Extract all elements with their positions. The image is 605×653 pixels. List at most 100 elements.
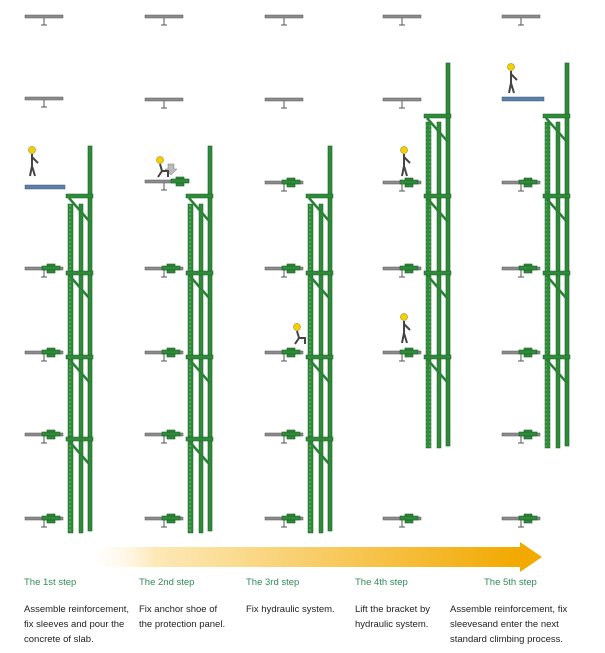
- worker-figure: [400, 313, 411, 344]
- step-title: The 5th step: [484, 577, 537, 588]
- climbing-rail: [187, 203, 194, 534]
- diagonal-brace-edge: [426, 358, 449, 384]
- hard-hat: [293, 323, 301, 331]
- bracket-beam: [185, 436, 214, 442]
- bracket-beam: [185, 354, 214, 360]
- diagonal-brace-edge: [188, 197, 211, 223]
- support-rail: [436, 121, 442, 449]
- worker-body: [157, 163, 169, 178]
- hard-hat: [507, 63, 515, 71]
- climbing-rail: [67, 203, 74, 534]
- anchor-bolt: [161, 265, 181, 271]
- bracket-beam: [185, 193, 214, 199]
- worker-figure: [507, 63, 518, 94]
- diagonal-brace-edge: [68, 440, 91, 466]
- worker-figure: [293, 323, 306, 345]
- diagonal-brace-edge: [68, 274, 91, 300]
- bracket-beam: [65, 354, 94, 360]
- step-title: The 3rd step: [246, 577, 300, 588]
- floor-slab: [144, 14, 184, 19]
- bracket-beam: [542, 354, 571, 360]
- bracket-beam: [423, 193, 452, 199]
- anchor-bolt: [281, 179, 301, 185]
- bracket-beam: [423, 354, 452, 360]
- worker-body: [401, 154, 411, 177]
- bracket-beam: [305, 193, 334, 199]
- diagonal-brace-edge: [545, 117, 568, 143]
- anchor-bolt: [399, 349, 419, 355]
- hard-hat: [28, 146, 36, 154]
- anchor-bolt: [281, 265, 301, 271]
- anchor-bolt: [161, 349, 181, 355]
- step-title: The 2nd step: [139, 577, 195, 588]
- guide-rail: [445, 62, 451, 447]
- anchor-bolt: [518, 179, 538, 185]
- anchor-bolt: [170, 178, 190, 184]
- floor-slab: [24, 96, 64, 101]
- anchor-bolt: [399, 515, 419, 521]
- diagonal-brace-edge: [68, 197, 91, 223]
- diagonal-brace-edge: [545, 274, 568, 300]
- step-description-line: Assemble reinforcement, fix: [450, 604, 568, 615]
- worker-body: [401, 321, 411, 344]
- step-description-line: concrete of slab.: [24, 634, 94, 645]
- diagonal-brace-edge: [426, 117, 449, 143]
- bracket-beam: [65, 436, 94, 442]
- diagonal-brace-edge: [68, 358, 91, 384]
- anchor-bolt: [518, 515, 538, 521]
- support-rail: [78, 203, 84, 534]
- bracket-beam: [305, 270, 334, 276]
- bracket-beam: [65, 270, 94, 276]
- climbing-rail: [544, 121, 551, 449]
- support-rail: [198, 203, 204, 534]
- step-5-diagram: [501, 14, 571, 528]
- climbing-rail: [307, 203, 314, 534]
- anchor-bolt: [41, 431, 61, 437]
- hard-hat: [400, 146, 408, 154]
- anchor-bolt: [518, 349, 538, 355]
- diagonal-brace-edge: [188, 440, 211, 466]
- step-description: Fix hydraulic system.: [246, 602, 335, 617]
- diagonal-brace-edge: [308, 197, 331, 223]
- anchor-bolt: [41, 515, 61, 521]
- step-description-line: Fix anchor shoe of: [139, 604, 218, 615]
- step-description-line: the protection panel.: [139, 619, 226, 630]
- floor-slab: [144, 97, 184, 102]
- anchor-bolt: [281, 349, 301, 355]
- down-arrow-icon: [164, 163, 178, 176]
- step-description-line: standard climbing process.: [450, 634, 563, 645]
- anchor-bolt: [518, 265, 538, 271]
- climbing-rail: [425, 121, 432, 449]
- bracket-beam: [542, 113, 571, 119]
- new-concrete-slab: [24, 184, 66, 190]
- step-description-line: Fix hydraulic system.: [246, 604, 335, 615]
- floor-slab: [264, 97, 304, 102]
- step-description-line: hydraulic system.: [355, 619, 429, 630]
- floor-slab: [264, 14, 304, 19]
- support-rail: [318, 203, 324, 534]
- bracket-beam: [423, 113, 452, 119]
- diagonal-brace-edge: [545, 197, 568, 223]
- step-4-diagram: [382, 14, 452, 528]
- bracket-beam: [305, 436, 334, 442]
- worker-figure: [28, 146, 39, 177]
- diagonal-brace-edge: [308, 358, 331, 384]
- new-concrete-slab: [501, 96, 545, 102]
- step-description-line: sleevesand enter the next: [450, 619, 559, 630]
- support-rail: [555, 121, 561, 449]
- guide-rail: [207, 145, 213, 532]
- anchor-bolt: [399, 179, 419, 185]
- diagonal-brace-edge: [426, 274, 449, 300]
- worker-body: [294, 330, 306, 345]
- step-description: Assemble reinforcement, fix sleevesand en…: [450, 602, 567, 647]
- diagonal-brace-edge: [426, 197, 449, 223]
- bracket-beam: [65, 193, 94, 199]
- bracket-beam: [185, 270, 214, 276]
- diagonal-brace-edge: [545, 358, 568, 384]
- anchor-bolt: [281, 431, 301, 437]
- anchor-bolt: [41, 265, 61, 271]
- diagonal-brace-edge: [308, 274, 331, 300]
- anchor-bolt: [161, 431, 181, 437]
